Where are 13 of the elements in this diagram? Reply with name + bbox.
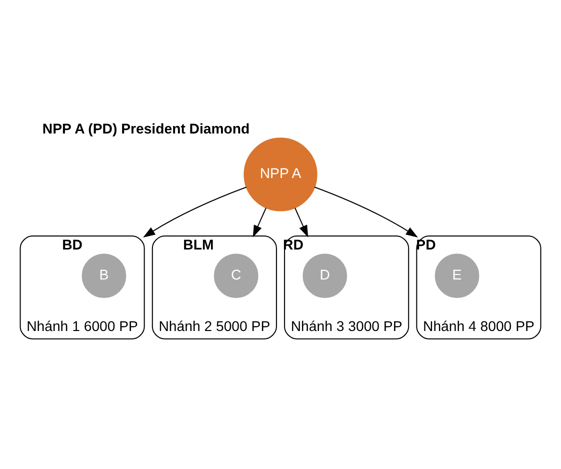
node-circle: D — [302, 253, 348, 298]
arrow — [143, 186, 247, 238]
node-label: NPP A (PD) President Diamond — [42, 120, 250, 136]
node-circle: NPP A — [244, 137, 318, 211]
arrow — [314, 186, 418, 238]
node-circle: C — [214, 253, 258, 298]
arrow — [252, 207, 266, 237]
node-circle: B — [82, 253, 126, 298]
node-circle: E — [434, 253, 480, 298]
node-label: BD — [62, 236, 83, 252]
node-label: PD — [416, 236, 436, 252]
arrow — [294, 207, 308, 237]
node-label: BLM — [183, 236, 214, 252]
